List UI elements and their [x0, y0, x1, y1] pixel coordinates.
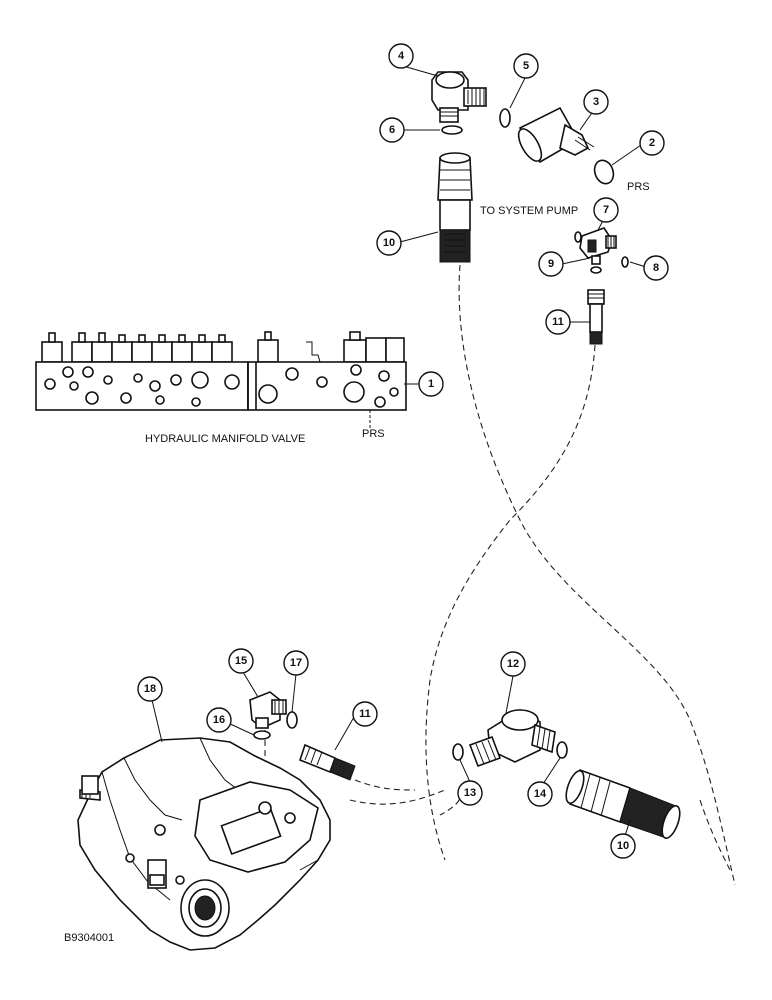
callout-16: 16 — [206, 707, 232, 733]
prs-label-manifold: PRS — [362, 428, 385, 440]
elbow-fitting-4 — [431, 71, 487, 123]
callout-12: 12 — [500, 651, 526, 677]
callout-8: 8 — [643, 255, 669, 281]
callout-number: 18 — [144, 683, 156, 695]
o-ring-16 — [253, 730, 271, 740]
o-ring-5 — [499, 108, 511, 128]
o-ring-2 — [593, 159, 615, 185]
adapter-fitting-3 — [517, 106, 595, 164]
callout-13: 13 — [457, 780, 483, 806]
callout-number: 15 — [235, 655, 247, 667]
callout-9: 9 — [538, 251, 564, 277]
callout-10-bottom: 10 — [610, 833, 636, 859]
callout-number: 4 — [398, 50, 405, 62]
callout-number: 14 — [534, 788, 547, 800]
callout-number: 9 — [548, 258, 554, 270]
tee-fitting-7 — [579, 227, 617, 265]
elbow-fitting-12 — [468, 709, 556, 768]
hydraulic-pump-18 — [77, 737, 331, 951]
callout-number: 13 — [464, 787, 476, 799]
callout-4: 4 — [388, 43, 414, 69]
callout-number: 5 — [523, 60, 529, 72]
callout-number: 1 — [428, 378, 434, 390]
callout-6: 6 — [379, 117, 405, 143]
manifold-solenoids — [41, 331, 405, 363]
figure-id: B9304001 — [64, 932, 114, 944]
hydraulic-manifold-valve — [35, 331, 407, 411]
callout-3: 3 — [583, 89, 609, 115]
callout-15: 15 — [228, 648, 254, 674]
hose-end-10-top — [437, 152, 473, 263]
callout-2: 2 — [639, 130, 665, 156]
callout-11-bottom: 11 — [352, 701, 378, 727]
o-ring-17 — [286, 711, 298, 729]
manifold-title: HYDRAULIC MANIFOLD VALVE — [145, 433, 305, 445]
callout-11-top: 11 — [545, 309, 571, 335]
o-ring-14 — [556, 741, 568, 759]
callout-number: 16 — [213, 714, 225, 726]
callout-10-top: 10 — [376, 230, 402, 256]
callout-number: 7 — [603, 204, 609, 216]
o-ring-9b — [590, 266, 602, 274]
callout-number: 10 — [383, 237, 395, 249]
o-ring-9 — [574, 231, 582, 243]
hose-fitting-11-bottom — [299, 743, 356, 781]
callout-number: 3 — [593, 96, 599, 108]
o-ring-13 — [452, 743, 464, 761]
o-ring-6 — [441, 125, 463, 135]
callout-number: 17 — [290, 657, 302, 669]
callout-number: 6 — [389, 124, 395, 136]
callout-14: 14 — [527, 781, 553, 807]
callout-number: 11 — [552, 316, 564, 328]
callout-1: 1 — [418, 371, 444, 397]
callout-5: 5 — [513, 53, 539, 79]
callout-number: 10 — [617, 840, 629, 852]
hose-routing-lines — [264, 264, 736, 886]
callout-7: 7 — [593, 197, 619, 223]
manifold-ports — [44, 364, 399, 408]
hose-end-10-bottom — [565, 768, 681, 839]
callout-number: 11 — [359, 708, 371, 720]
leader-lines — [151, 65, 647, 837]
callout-18: 18 — [137, 676, 163, 702]
o-ring-8 — [621, 256, 629, 268]
hose-fitting-11-top — [587, 289, 605, 345]
to-system-pump-label: TO SYSTEM PUMP — [480, 205, 578, 217]
callout-17: 17 — [283, 650, 309, 676]
callout-number: 8 — [653, 262, 659, 274]
callout-number: 12 — [507, 658, 519, 670]
callout-number: 2 — [649, 137, 655, 149]
prs-label-top: PRS — [627, 181, 650, 193]
elbow-fitting-15 — [249, 691, 287, 729]
